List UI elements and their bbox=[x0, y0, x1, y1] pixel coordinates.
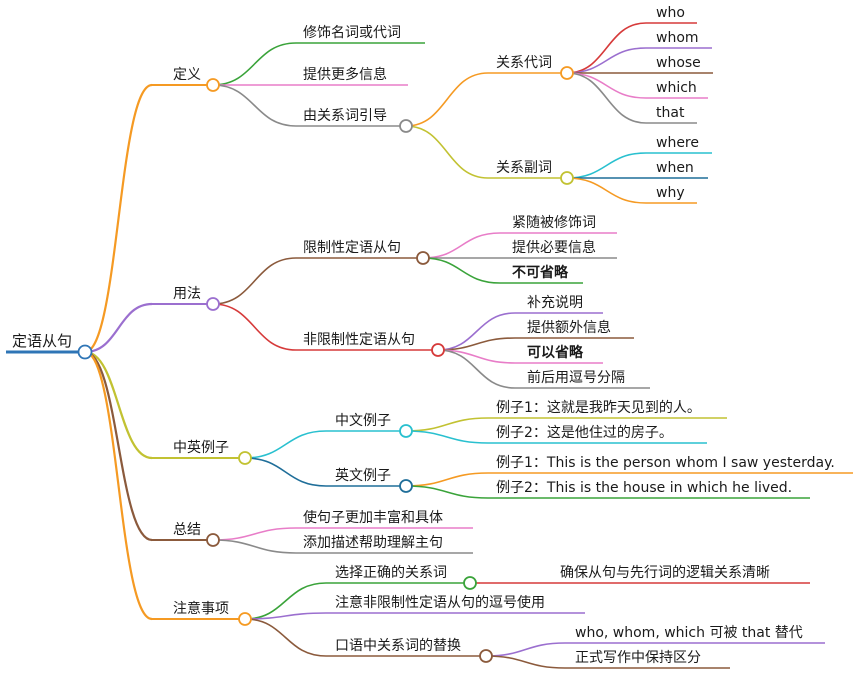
edge-1-0-2 bbox=[422, 257, 501, 284]
node-2-1-1-label: 例子2：This is the house in which he lived. bbox=[496, 480, 792, 496]
collapse-toggle-3[interactable] bbox=[206, 533, 220, 547]
node-2-1-label: 英文例子 bbox=[335, 467, 391, 484]
node-0-0-label: 修饰名词或代词 bbox=[303, 25, 401, 41]
edge-2-1-0 bbox=[405, 472, 489, 487]
edge-0-0 bbox=[212, 42, 297, 86]
edge-1-1-3 bbox=[437, 349, 516, 389]
node-4-0-label: 选择正确的关系词 bbox=[335, 565, 447, 581]
collapse-toggle-4-0[interactable] bbox=[463, 576, 477, 590]
edge-3-0 bbox=[212, 527, 297, 541]
node-1-0-2-label: 不可省略 bbox=[512, 264, 569, 281]
node-3-0-label: 使句子更加丰富和具体 bbox=[303, 509, 443, 526]
node-2-label: 中英例子 bbox=[173, 439, 229, 456]
node-4-2-label: 口语中关系词的替换 bbox=[335, 637, 461, 654]
node-4-label: 注意事项 bbox=[173, 600, 229, 617]
node-0-2-0-3-label: which bbox=[656, 80, 697, 96]
edge-2-0 bbox=[244, 430, 327, 459]
node-2-1-0-label: 例子1：This is the person whom I saw yester… bbox=[496, 455, 835, 471]
node-0-label: 定义 bbox=[173, 67, 201, 83]
edge-4-1 bbox=[244, 612, 327, 620]
collapse-toggle-2[interactable] bbox=[238, 451, 252, 465]
node-1-1-0-label: 补充说明 bbox=[527, 295, 583, 311]
collapse-toggle-4[interactable] bbox=[238, 612, 252, 626]
node-0-2-1-label: 关系副词 bbox=[496, 160, 552, 176]
edge-0-2-0 bbox=[405, 72, 489, 127]
edge-1-0 bbox=[212, 257, 297, 305]
node-0-2-0-label: 关系代词 bbox=[496, 55, 552, 71]
node-0-2-0-0-label: who bbox=[656, 5, 685, 21]
edge-4-2 bbox=[244, 618, 327, 657]
edge-1-1 bbox=[212, 303, 297, 351]
edge-2 bbox=[84, 350, 153, 460]
edge-2-1-1 bbox=[405, 485, 489, 499]
collapse-toggle-2-0[interactable] bbox=[399, 424, 413, 438]
node-0-2-0-1-label: whom bbox=[656, 30, 699, 46]
node-1-0-label: 限制性定语从句 bbox=[303, 240, 401, 256]
node-2-0-label: 中文例子 bbox=[335, 413, 391, 429]
node-0-2-1-1-label: when bbox=[656, 160, 694, 176]
node-4-2-0-label: who, whom, which 可被 that 替代 bbox=[575, 625, 803, 641]
node-1-1-3-label: 前后用逗号分隔 bbox=[527, 369, 625, 386]
edge-0-2-1-2 bbox=[566, 177, 647, 204]
node-0-2-0-2-label: whose bbox=[656, 55, 701, 71]
edge-4-0 bbox=[244, 582, 327, 620]
collapse-toggle-0-2[interactable] bbox=[399, 119, 413, 133]
collapse-toggle-0[interactable] bbox=[206, 78, 220, 92]
edge-2-1 bbox=[244, 457, 327, 487]
node-0-2-1-2-label: why bbox=[656, 185, 685, 201]
collapse-toggle-1[interactable] bbox=[206, 297, 220, 311]
node-2-0-0-label: 例子1：这就是我昨天见到的人。 bbox=[496, 399, 701, 416]
node-1-1-1-label: 提供额外信息 bbox=[527, 319, 611, 336]
node-1-1-2-label: 可以省略 bbox=[527, 344, 584, 361]
edge-4 bbox=[84, 350, 153, 621]
edge-4-2-1 bbox=[485, 655, 566, 669]
node-0-2-label: 由关系词引导 bbox=[303, 108, 387, 124]
node-3-label: 总结 bbox=[173, 522, 201, 538]
node-1-0-1-label: 提供必要信息 bbox=[512, 239, 596, 256]
edge-0-2-1-0 bbox=[566, 152, 647, 179]
collapse-toggle-root[interactable] bbox=[77, 344, 93, 360]
edge-1 bbox=[84, 302, 153, 354]
node-0-1-label: 提供更多信息 bbox=[303, 66, 387, 83]
node-0-2-0-4-label: that bbox=[656, 105, 685, 121]
node-1-0-0-label: 紧随被修饰词 bbox=[512, 215, 596, 231]
edge-0-2 bbox=[212, 84, 297, 127]
node-4-0-0-label: 确保从句与先行词的逻辑关系清晰 bbox=[560, 565, 770, 581]
collapse-toggle-0-2-0[interactable] bbox=[560, 66, 574, 80]
edge-layer bbox=[84, 22, 647, 669]
collapse-toggle-1-1[interactable] bbox=[431, 343, 445, 357]
underline-layer bbox=[6, 22, 853, 669]
edge-1-0-0 bbox=[422, 232, 501, 259]
node-1-1-label: 非限制性定语从句 bbox=[303, 332, 415, 348]
edge-1-1-0 bbox=[437, 312, 516, 351]
edge-0-2-1 bbox=[405, 125, 489, 179]
node-3-1-label: 添加描述帮助理解主句 bbox=[303, 535, 443, 551]
collapse-toggle-4-2[interactable] bbox=[479, 649, 493, 663]
edge-3 bbox=[84, 350, 153, 542]
node-2-0-1-label: 例子2：这是他住过的房子。 bbox=[496, 424, 673, 441]
edge-0-2-0-4 bbox=[566, 72, 647, 124]
edge-4-2-0 bbox=[485, 642, 566, 657]
node-layer bbox=[77, 66, 574, 663]
node-0-2-1-0-label: where bbox=[656, 135, 699, 151]
collapse-toggle-0-2-1[interactable] bbox=[560, 171, 574, 185]
edge-0-2-0-1 bbox=[566, 47, 647, 74]
edge-0-2-0-3 bbox=[566, 72, 647, 99]
edge-0-2-0-0 bbox=[566, 22, 647, 74]
node-4-2-1-label: 正式写作中保持区分 bbox=[575, 650, 701, 666]
edge-2-0-1 bbox=[405, 430, 489, 444]
node-1-label: 用法 bbox=[173, 286, 201, 302]
root-label: 定语从句 bbox=[12, 332, 72, 350]
edge-0 bbox=[84, 83, 153, 354]
edge-2-0-0 bbox=[405, 417, 489, 432]
collapse-toggle-1-0[interactable] bbox=[416, 251, 430, 265]
node-4-1-label: 注意非限制性定语从句的逗号使用 bbox=[335, 594, 545, 611]
collapse-toggle-2-1[interactable] bbox=[399, 479, 413, 493]
edge-3-1 bbox=[212, 539, 297, 554]
